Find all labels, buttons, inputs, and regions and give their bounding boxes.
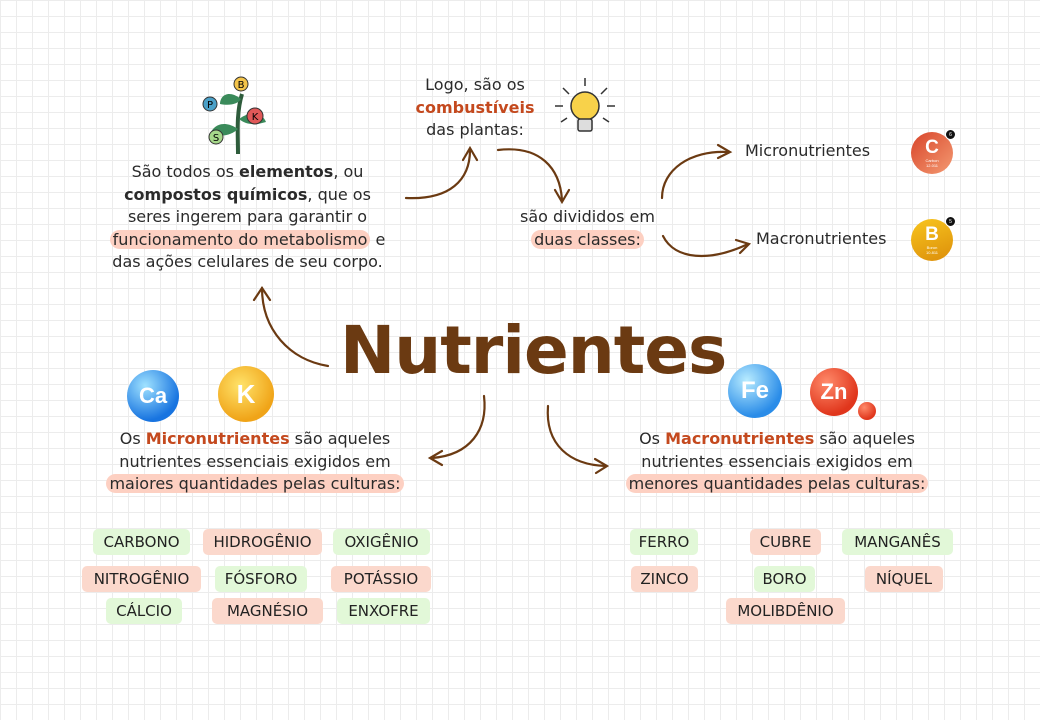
macro-chip: BORO: [754, 566, 815, 592]
macro-chip: ZINCO: [631, 566, 698, 592]
branch-macro: Macronutrientes: [756, 229, 887, 248]
micro-chip: OXIGÊNIO: [333, 529, 430, 555]
micro-description: Os Micronutrientes são aqueles nutriente…: [80, 428, 430, 496]
micro-chip: CÁLCIO: [106, 598, 182, 624]
plant-icon: B P K S: [202, 76, 266, 155]
macro-chip: MOLIBDÊNIO: [726, 598, 845, 624]
macro-description: Os Macronutrientes são aqueles nutriente…: [602, 428, 952, 496]
macro-chip: CUBRE: [750, 529, 821, 555]
branch-micro: Micronutrientes: [745, 141, 871, 160]
micro-chip: CARBONO: [93, 529, 190, 555]
definition-text: São todos os elementos, ou compostos quí…: [85, 161, 410, 274]
zinc-ball-icon: Zn: [810, 368, 858, 416]
macro-chip: NÍQUEL: [865, 566, 943, 592]
micro-chip: HIDROGÊNIO: [203, 529, 322, 555]
svg-text:S: S: [213, 133, 219, 144]
svg-text:P: P: [207, 100, 213, 111]
zinc-small-ball-icon: [858, 402, 876, 420]
potassium-ball-icon: K: [218, 366, 274, 422]
micro-chip: POTÁSSIO: [331, 566, 431, 592]
main-title: Nutrientes: [340, 312, 727, 389]
lightbulb-icon: [555, 78, 615, 132]
calcium-ball-icon: Ca: [127, 370, 179, 422]
svg-text:B: B: [238, 80, 245, 91]
iron-ball-icon: Fe: [728, 364, 782, 418]
macro-chip: FERRO: [630, 529, 698, 555]
svg-text:K: K: [252, 112, 259, 123]
micro-chip: MAGNÉSIO: [212, 598, 323, 624]
micro-chip: FÓSFORO: [215, 566, 307, 592]
micro-chip: ENXOFRE: [337, 598, 430, 624]
macro-chip: MANGANÊS: [842, 529, 953, 555]
micro-chip: NITROGÊNIO: [82, 566, 201, 592]
